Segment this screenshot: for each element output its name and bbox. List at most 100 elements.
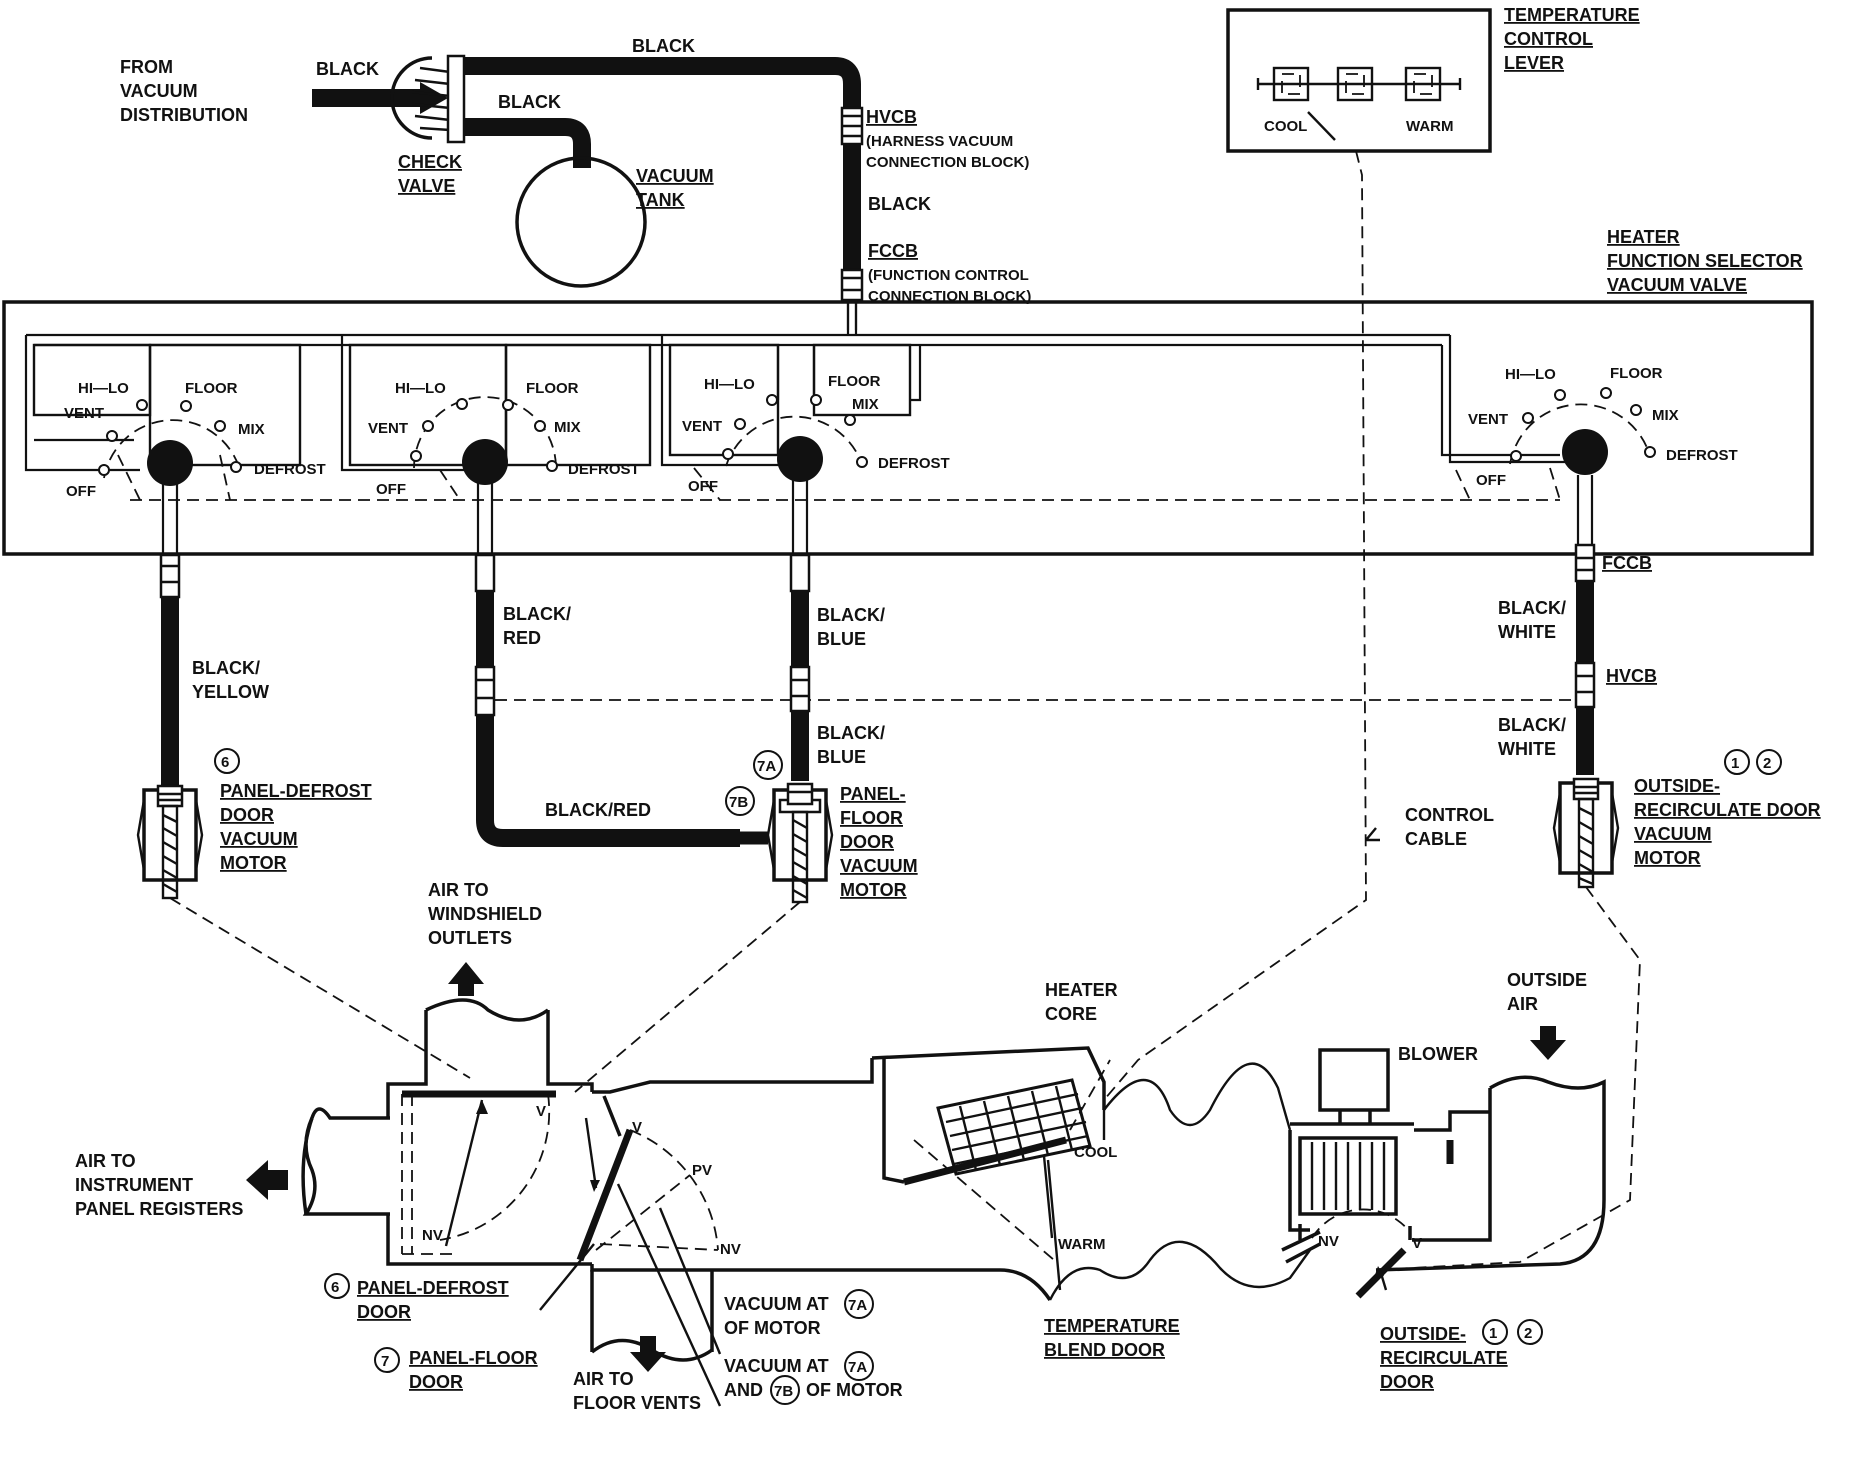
valve4-mix-label: MIX bbox=[1652, 407, 1679, 424]
heater-core-icon bbox=[936, 1078, 1092, 1176]
recirc-nv-label: NV bbox=[1318, 1233, 1339, 1250]
hose-black-red-lower bbox=[476, 715, 740, 847]
vacuum-7a-line2: OF MOTOR bbox=[724, 1318, 821, 1338]
hose-black-white-upper bbox=[1576, 581, 1594, 663]
tank-hose-color-label: BLACK bbox=[498, 92, 561, 112]
hvcb-top-label: HVCB bbox=[866, 107, 917, 127]
valve3-vent-label: VENT bbox=[682, 418, 722, 435]
defrost-door-nv-label: NV bbox=[422, 1227, 443, 1244]
vacuum-7a7b-line1: VACUUM AT bbox=[724, 1356, 829, 1376]
hose-black-yellow bbox=[161, 597, 179, 787]
windshield-air-arrow-icon bbox=[448, 962, 484, 996]
door6-callout: 6 bbox=[331, 1279, 339, 1296]
hose-black-top bbox=[464, 57, 861, 108]
check-valve-icon bbox=[390, 54, 466, 144]
recirc-v-label: V bbox=[1412, 1235, 1422, 1252]
inlet-arrow-icon bbox=[420, 82, 448, 114]
black-red-label: BLACK/RED bbox=[503, 604, 571, 648]
valve-3: HI—LO FLOOR VENT MIX DEFROST OFF bbox=[660, 335, 950, 555]
valve2-hilo-label: HI—LO bbox=[395, 380, 446, 397]
black-white-2-label: BLACK/WHITE bbox=[1498, 715, 1566, 759]
vacuum-tank-icon bbox=[515, 156, 647, 288]
black-yellow-label: BLACK/YELLOW bbox=[192, 658, 269, 702]
black-blue-2-label: BLACK/BLUE bbox=[817, 723, 885, 767]
black-blue-1-label: BLACK/BLUE bbox=[817, 605, 885, 649]
panel-floor-door-blade bbox=[576, 1128, 634, 1262]
hose-black-mid bbox=[843, 144, 861, 270]
temperature-blend-door-blade bbox=[903, 1136, 1067, 1186]
floor-door-v-label: V bbox=[632, 1119, 642, 1136]
defrost-door-v-label: V bbox=[536, 1103, 546, 1120]
vacuum-7a7b-and: AND bbox=[724, 1380, 763, 1400]
lever-mid-detent bbox=[1336, 66, 1374, 102]
hose-black-blue-lower bbox=[791, 711, 809, 781]
fccb-top-label: FCCB bbox=[868, 241, 918, 261]
valve1-defrost-label: DEFROST bbox=[254, 461, 326, 478]
black-white-1-label: BLACK/WHITE bbox=[1498, 598, 1566, 642]
valve3-hilo-label: HI—LO bbox=[704, 376, 755, 393]
fccb-right-label: FCCB bbox=[1602, 553, 1652, 573]
valve3-off-label: OFF bbox=[688, 478, 718, 495]
fccb-top-connector bbox=[840, 268, 864, 302]
valve3-defrost-label: DEFROST bbox=[878, 455, 950, 472]
hose-black-white-lower bbox=[1576, 707, 1594, 775]
valve-1: HI—LO FLOOR VENT MIX DEFROST OFF bbox=[24, 335, 326, 555]
valve1-floor-label: FLOOR bbox=[185, 380, 238, 397]
lever-box bbox=[1226, 8, 1492, 153]
floor-door-nv-label: NV bbox=[720, 1241, 741, 1258]
top-hose-color-label: BLACK bbox=[632, 36, 695, 56]
vacuum-7a7b-callout-a: 7A bbox=[848, 1359, 867, 1376]
vacuum-7a7b-callout-b: 7B bbox=[774, 1383, 793, 1400]
blend-warm-label: WARM bbox=[1058, 1236, 1106, 1253]
valve4-floor-label: FLOOR bbox=[1610, 365, 1663, 382]
mid-hose-color-label: BLACK bbox=[868, 194, 931, 214]
vacuum-7a-callout: 7A bbox=[848, 1297, 867, 1314]
vacuum-7a7b-line2: OF MOTOR bbox=[806, 1380, 903, 1400]
black-red-lower-label: BLACK/RED bbox=[545, 800, 651, 820]
floor-air-arrow-icon bbox=[630, 1336, 666, 1372]
lever-cool-label: COOL bbox=[1264, 118, 1307, 135]
valve1-mix-label: MIX bbox=[238, 421, 265, 438]
motor1-callout: 1 bbox=[1731, 755, 1739, 772]
valve2-vent-label: VENT bbox=[368, 420, 408, 437]
hose-black-red-upper bbox=[476, 591, 494, 667]
lever-warm-detent bbox=[1404, 66, 1442, 102]
blower-wheel-icon bbox=[1298, 1136, 1398, 1216]
blower-motor-icon bbox=[1318, 1048, 1390, 1112]
valve1-vent-label: VENT bbox=[64, 405, 104, 422]
floor-door-pv-label: PV bbox=[692, 1162, 712, 1179]
vacuum-7a-line1: VACUUM AT bbox=[724, 1294, 829, 1314]
valve4-hilo-label: HI—LO bbox=[1505, 366, 1556, 383]
valve3-mix-label: MIX bbox=[852, 396, 879, 413]
valve-4: HI—LO FLOOR VENT MIX DEFROST OFF bbox=[1440, 335, 1738, 555]
door2-callout: 2 bbox=[1524, 1325, 1532, 1342]
inlet-hose bbox=[312, 89, 422, 107]
valve1-hilo-label: HI—LO bbox=[78, 380, 129, 397]
instrument-air-arrow-icon bbox=[246, 1160, 288, 1200]
valve2-defrost-label: DEFROST bbox=[568, 461, 640, 478]
hose-drops: BLACK/YELLOW BLACK/RED BLACK/RED BLACK/B… bbox=[159, 543, 1657, 847]
valve1-off-label: OFF bbox=[66, 483, 96, 500]
motor2-callout: 2 bbox=[1763, 755, 1771, 772]
